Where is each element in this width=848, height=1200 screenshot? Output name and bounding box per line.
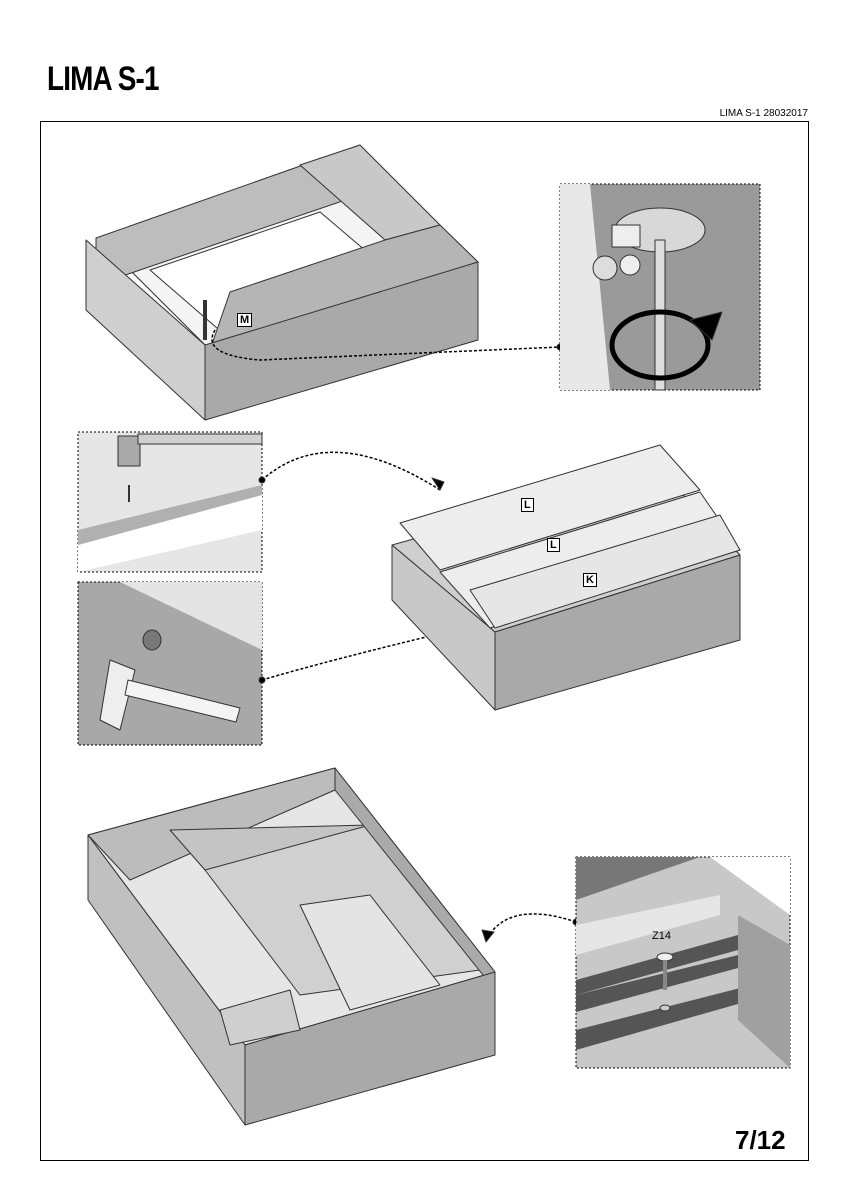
part-label-k: K bbox=[583, 573, 597, 587]
callout-arrow-3 bbox=[261, 629, 456, 681]
part-label-l-2: L bbox=[547, 538, 560, 552]
detail-cam-lock bbox=[559, 183, 761, 391]
callout-arrow-1 bbox=[211, 329, 561, 361]
detail-nail bbox=[77, 431, 263, 573]
drawer-step-2 bbox=[391, 444, 741, 711]
detail-hammer bbox=[77, 581, 263, 746]
page-frame bbox=[40, 121, 809, 1161]
callout-arrow-4 bbox=[486, 913, 577, 939]
document-reference: LIMA S-1 28032017 bbox=[719, 108, 808, 119]
part-label-l-1: L bbox=[521, 498, 534, 512]
screw-label: Z14 bbox=[652, 930, 671, 942]
part-label-m: M bbox=[237, 313, 253, 327]
document-title: LIMA S-1 bbox=[47, 60, 159, 98]
page-number: 7/12 bbox=[735, 1125, 786, 1155]
drawer-step-1 bbox=[85, 144, 479, 421]
detail-screw bbox=[575, 856, 791, 1069]
callout-arrow-2 bbox=[261, 451, 441, 491]
drawer-step-3 bbox=[87, 767, 496, 1126]
